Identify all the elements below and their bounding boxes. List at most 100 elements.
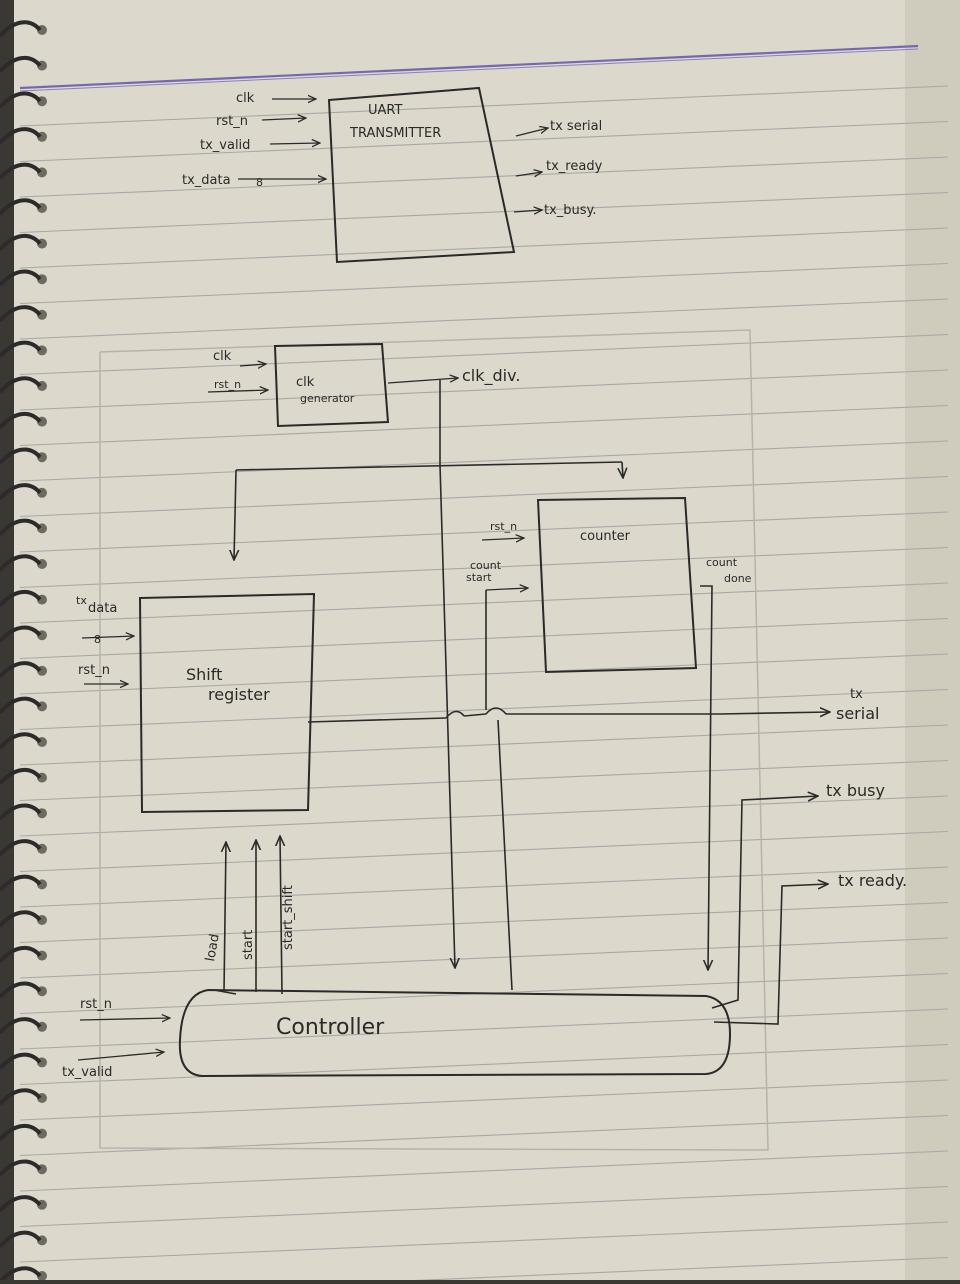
ctl-load-label: load bbox=[203, 933, 223, 963]
clk-gen-label-2: generator bbox=[300, 392, 355, 405]
count-done-wire bbox=[700, 585, 712, 970]
paper-edge-shadow bbox=[905, 0, 960, 1280]
sr-in-rst: rst_n bbox=[78, 663, 110, 678]
controller-block: Controller rst_n tx_valid bbox=[62, 988, 732, 1080]
serial-out-line-2 bbox=[463, 713, 487, 717]
ctl-in-rst: rst_n bbox=[80, 997, 112, 1012]
ruled-line bbox=[19, 582, 949, 624]
controller-box bbox=[178, 988, 732, 1078]
ruled-line bbox=[19, 1043, 949, 1086]
binding-ring bbox=[0, 20, 42, 38]
ruled-line bbox=[19, 333, 949, 376]
pencil-outline bbox=[99, 329, 769, 1151]
clk-div-bus bbox=[235, 461, 623, 471]
ruled-line bbox=[19, 227, 949, 269]
out-serial-label: serial bbox=[836, 704, 879, 723]
clk-gen-in-rst: rst_n bbox=[214, 378, 241, 391]
counter-in-count: count bbox=[470, 559, 502, 572]
binding-ring bbox=[0, 376, 42, 394]
counter-in-start-arrow bbox=[485, 588, 528, 590]
counter-label: counter bbox=[580, 529, 631, 544]
binding-ring bbox=[0, 768, 42, 785]
counter-in-start: start bbox=[466, 571, 492, 584]
binding-ring bbox=[0, 661, 42, 679]
serial-out-line bbox=[307, 717, 447, 723]
binding-ring bbox=[0, 1052, 42, 1070]
ctl-start-label: start bbox=[241, 930, 256, 960]
sr-in-width: 8 bbox=[94, 633, 101, 646]
serial-out-line-4 bbox=[719, 712, 830, 714]
count-start-wire-2 bbox=[497, 719, 513, 991]
binding-ring bbox=[0, 305, 42, 323]
top-out-ready-arrow bbox=[515, 172, 542, 176]
uart-box bbox=[327, 86, 516, 264]
top-in-valid-arrow bbox=[269, 143, 320, 144]
ruled-line bbox=[19, 653, 949, 695]
sr-in-data: data bbox=[88, 601, 117, 616]
ruled-line bbox=[19, 156, 949, 198]
ruled-line bbox=[19, 1079, 949, 1121]
clk-div-arrow bbox=[387, 378, 458, 384]
ruled-line bbox=[19, 440, 949, 482]
binding-ring bbox=[0, 874, 42, 892]
clk-gen-in-clk-arrow bbox=[239, 364, 266, 366]
binding-ring bbox=[0, 1195, 42, 1213]
binding-ring bbox=[0, 554, 42, 572]
wires bbox=[213, 380, 830, 1025]
ruled-line bbox=[19, 298, 949, 340]
clk-to-counter bbox=[622, 461, 623, 478]
uart-title: UART bbox=[368, 103, 402, 118]
top-out-ready: tx_ready bbox=[546, 159, 603, 174]
ruled-line bbox=[19, 1185, 949, 1228]
shift-register-label: Shift bbox=[186, 665, 222, 684]
top-out-busy-arrow bbox=[513, 210, 542, 212]
sr-in-data-arrow bbox=[81, 636, 134, 638]
ruled-line bbox=[19, 262, 949, 305]
clk-gen-in-clk: clk bbox=[213, 349, 232, 364]
load-line bbox=[224, 842, 226, 993]
ruled-line bbox=[19, 85, 949, 127]
ctl-in-valid: tx_valid bbox=[62, 1065, 112, 1080]
out-tx-label: tx bbox=[850, 687, 863, 702]
binding-ring bbox=[0, 91, 42, 109]
busy-wire bbox=[711, 796, 818, 1009]
binding-ring bbox=[0, 340, 42, 358]
binding-ring bbox=[0, 483, 42, 501]
binding-ring bbox=[0, 1124, 42, 1141]
binding-ring bbox=[0, 198, 42, 216]
ruled-line bbox=[320, 1256, 949, 1284]
binding-ring bbox=[0, 981, 42, 999]
ruled-line bbox=[19, 1221, 949, 1263]
uart-transmitter-block: UART TRANSMITTER clk rst_n tx_valid tx_d… bbox=[182, 86, 603, 264]
ruled-line bbox=[19, 1150, 949, 1192]
spiral-binding bbox=[0, 20, 47, 1284]
binding-ring bbox=[0, 162, 42, 180]
shift-register-label-2: register bbox=[208, 685, 270, 704]
start-shift-line bbox=[280, 836, 282, 995]
binding-ring bbox=[0, 412, 42, 429]
ctl-in-rst-arrow bbox=[79, 1018, 170, 1020]
ruled-line bbox=[19, 475, 949, 518]
binding-ring bbox=[0, 1230, 42, 1248]
binding-ring bbox=[0, 839, 42, 857]
binding-ring bbox=[0, 56, 42, 73]
counter-in-rst-arrow bbox=[481, 538, 524, 540]
shift-register-box bbox=[138, 592, 316, 814]
ruled-line bbox=[19, 795, 949, 837]
ruled-line bbox=[19, 866, 949, 908]
binding-ring bbox=[0, 732, 42, 750]
ctl-start-shift-label: start_shift bbox=[281, 885, 296, 950]
ruled-line bbox=[19, 191, 949, 234]
binding-ring bbox=[0, 127, 42, 145]
margin-line bbox=[19, 44, 919, 90]
binding-ring bbox=[0, 946, 42, 963]
top-in-data-width: 8 bbox=[256, 176, 263, 189]
out-busy-label: tx busy bbox=[826, 781, 885, 800]
binding-ring bbox=[0, 1266, 42, 1284]
ruled-line bbox=[19, 830, 949, 873]
ruled-line bbox=[19, 546, 949, 589]
top-in-clk: clk bbox=[236, 91, 255, 106]
counter-out-done: done bbox=[724, 572, 752, 585]
ruled-line bbox=[19, 688, 949, 731]
